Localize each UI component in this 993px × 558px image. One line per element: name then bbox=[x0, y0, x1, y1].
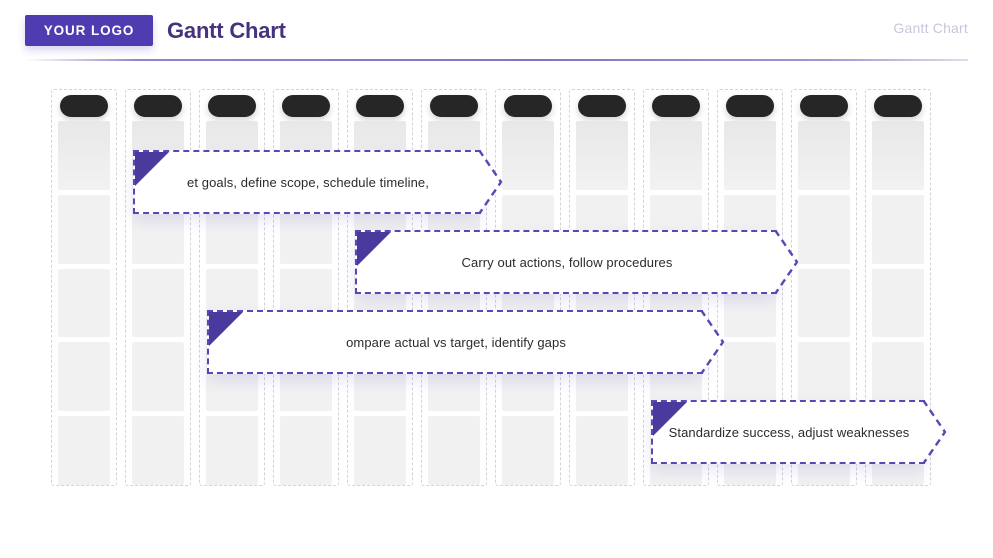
grid-cell[interactable] bbox=[58, 268, 110, 338]
gantt-task-bar[interactable]: Carry out actions, follow procedures bbox=[355, 230, 799, 294]
column-header-pill[interactable] bbox=[578, 95, 626, 117]
grid-cell[interactable] bbox=[798, 121, 850, 190]
grid-cell[interactable] bbox=[58, 121, 110, 190]
column-header-pill[interactable] bbox=[208, 95, 256, 117]
grid-cell[interactable] bbox=[132, 268, 184, 338]
gantt-task-bar[interactable]: et goals, define scope, schedule timelin… bbox=[133, 150, 503, 214]
grid-cell[interactable] bbox=[132, 416, 184, 485]
column-cells bbox=[576, 121, 628, 485]
gantt-column-1[interactable] bbox=[51, 89, 117, 486]
gantt-chart-grid: et goals, define scope, schedule timelin… bbox=[51, 89, 947, 486]
grid-cell[interactable] bbox=[502, 121, 554, 190]
grid-cell[interactable] bbox=[872, 268, 924, 338]
grid-cell[interactable] bbox=[872, 194, 924, 264]
task-bar-body: Standardize success, adjust weaknesses bbox=[651, 400, 925, 464]
gantt-task-bar[interactable]: Standardize success, adjust weaknesses bbox=[651, 400, 947, 464]
gantt-column-3[interactable] bbox=[199, 89, 265, 486]
column-cells bbox=[58, 121, 110, 485]
grid-cell[interactable] bbox=[576, 416, 628, 485]
task-label: Carry out actions, follow procedures bbox=[461, 254, 673, 270]
task-arrow-tip-icon bbox=[479, 150, 503, 214]
logo-label: YOUR LOGO bbox=[43, 23, 135, 38]
column-header-pill[interactable] bbox=[282, 95, 330, 117]
gantt-column-4[interactable] bbox=[273, 89, 339, 486]
column-header-pill[interactable] bbox=[726, 95, 774, 117]
grid-cell[interactable] bbox=[872, 121, 924, 190]
grid-cell[interactable] bbox=[132, 342, 184, 412]
task-arrow-tip-icon bbox=[923, 400, 947, 464]
grid-cell[interactable] bbox=[650, 121, 702, 190]
task-bar-body: ompare actual vs target, identify gaps bbox=[207, 310, 703, 374]
gantt-task-bar[interactable]: ompare actual vs target, identify gaps bbox=[207, 310, 725, 374]
grid-cell[interactable] bbox=[428, 416, 480, 485]
grid-cell[interactable] bbox=[502, 416, 554, 485]
task-bar-body: et goals, define scope, schedule timelin… bbox=[133, 150, 481, 214]
task-label: et goals, define scope, schedule timelin… bbox=[187, 174, 429, 190]
page-header: YOUR LOGO Gantt Chart Gantt Chart bbox=[0, 0, 993, 62]
task-corner-triangle-icon bbox=[135, 152, 169, 186]
grid-cell[interactable] bbox=[354, 416, 406, 485]
grid-cell[interactable] bbox=[58, 342, 110, 412]
page-title: Gantt Chart bbox=[167, 18, 286, 43]
grid-cell[interactable] bbox=[58, 194, 110, 264]
grid-cell[interactable] bbox=[206, 416, 258, 485]
grid-cell[interactable] bbox=[58, 416, 110, 485]
column-header-pill[interactable] bbox=[134, 95, 182, 117]
column-header-pill[interactable] bbox=[874, 95, 922, 117]
grid-cell[interactable] bbox=[798, 194, 850, 264]
gantt-column-2[interactable] bbox=[125, 89, 191, 486]
logo-badge[interactable]: YOUR LOGO bbox=[25, 15, 153, 46]
grid-cell[interactable] bbox=[576, 121, 628, 190]
task-arrow-tip-icon bbox=[701, 310, 725, 374]
task-arrow-tip-icon bbox=[775, 230, 799, 294]
task-corner-triangle-icon bbox=[357, 232, 391, 266]
task-label: ompare actual vs target, identify gaps bbox=[346, 334, 566, 350]
grid-cell[interactable] bbox=[798, 268, 850, 338]
column-header-pill[interactable] bbox=[60, 95, 108, 117]
header-divider bbox=[25, 59, 968, 61]
column-header-pill[interactable] bbox=[430, 95, 478, 117]
grid-cell[interactable] bbox=[724, 121, 776, 190]
column-header-pill[interactable] bbox=[800, 95, 848, 117]
column-header-pill[interactable] bbox=[356, 95, 404, 117]
task-label: Standardize success, adjust weaknesses bbox=[668, 424, 910, 440]
grid-cell[interactable] bbox=[280, 416, 332, 485]
task-corner-triangle-icon bbox=[209, 312, 243, 346]
column-header-pill[interactable] bbox=[504, 95, 552, 117]
column-cells bbox=[502, 121, 554, 485]
header-watermark: Gantt Chart bbox=[893, 20, 968, 36]
grid-cell[interactable] bbox=[798, 342, 850, 412]
grid-cell[interactable] bbox=[872, 342, 924, 412]
task-bar-body: Carry out actions, follow procedures bbox=[355, 230, 777, 294]
grid-cell[interactable] bbox=[724, 342, 776, 412]
column-header-pill[interactable] bbox=[652, 95, 700, 117]
